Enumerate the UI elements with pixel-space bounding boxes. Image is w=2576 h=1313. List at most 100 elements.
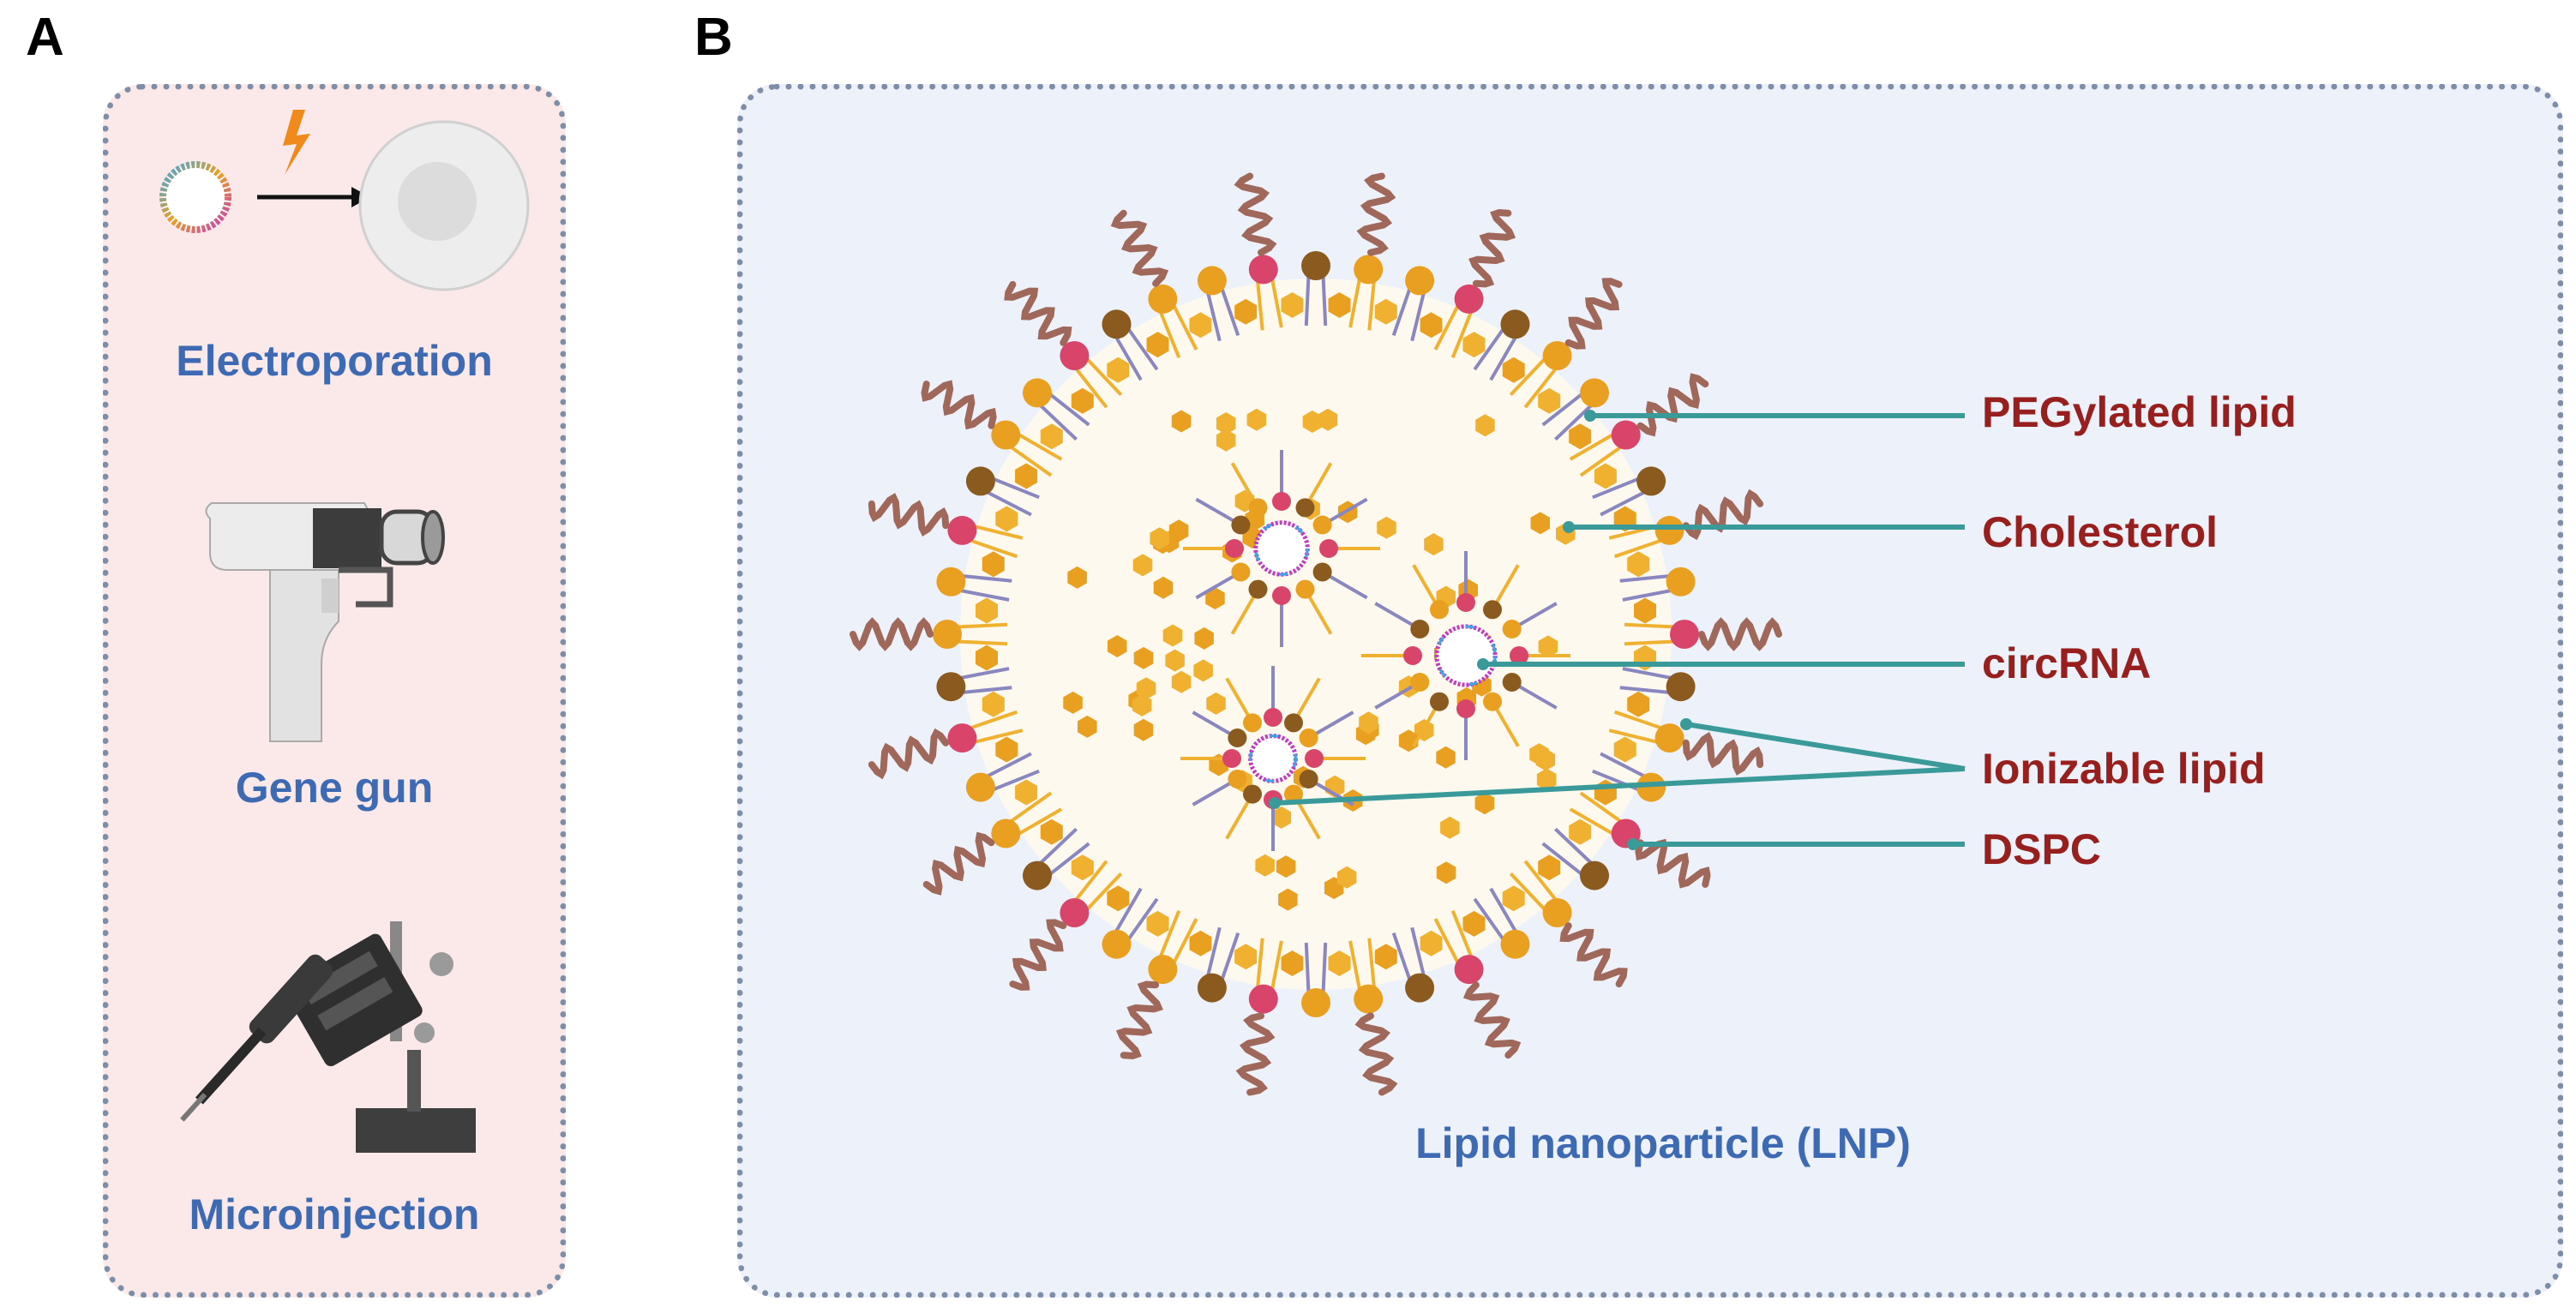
micelle-lipid-head: [1299, 728, 1318, 747]
cholesterol-molecule: [1436, 861, 1456, 884]
cholesterol-molecule: [976, 597, 998, 624]
ionizable-lipid-head: [1060, 341, 1090, 370]
micelle-lipid-head: [1284, 713, 1303, 733]
leader-dot: [1269, 797, 1281, 809]
cholesterol-molecule: [1205, 587, 1225, 610]
micelle-lipid-head: [1225, 539, 1244, 558]
panel-b-letter: B: [694, 8, 733, 67]
cholesterol-molecule: [1193, 659, 1213, 682]
cholesterol-molecule: [1194, 627, 1214, 650]
micelle-lipid-head: [1312, 515, 1332, 535]
cholesterol-molecule: [1530, 512, 1550, 535]
micelle-lipid-head: [1243, 713, 1262, 733]
label-pegylated-lipid: PEGylated lipid: [1982, 388, 2297, 436]
dspc-head: [1666, 567, 1696, 597]
dspc-head: [1542, 898, 1572, 927]
peg-chain: [1682, 489, 1764, 541]
inverse-micelle: [1361, 551, 1570, 760]
micelle-lipid-head: [1510, 646, 1528, 665]
gene-gun-label: Gene gun: [235, 764, 434, 812]
micelle-lipid-head: [1456, 593, 1475, 612]
label-cholesterol: Cholesterol: [1982, 508, 2219, 556]
cholesterol-molecule: [1171, 670, 1192, 693]
cholesterol-molecule: [976, 645, 998, 671]
cholesterol-molecule: [1136, 677, 1156, 700]
inverse-micelle: [1180, 666, 1366, 851]
cholesterol-molecule: [1374, 944, 1397, 970]
cholesterol-molecule: [1462, 332, 1486, 358]
cholesterol-molecule: [1420, 930, 1443, 956]
cholesterol-molecule: [1440, 816, 1460, 839]
panel-a-letter: A: [26, 8, 64, 67]
cholesterol-molecule: [1132, 693, 1152, 716]
peg-lipid-head: [1102, 309, 1132, 339]
cholesterol-molecule: [1336, 866, 1357, 889]
cholesterol-molecule: [995, 736, 1018, 763]
cholesterol-molecule: [1627, 551, 1650, 578]
micelle-lipid-head: [1502, 673, 1522, 692]
cholesterol-molecule: [1436, 746, 1456, 769]
circrna-ring-accent: [1249, 734, 1297, 782]
peg-lipid-head: [936, 672, 966, 702]
cholesterol-molecule: [1234, 298, 1258, 325]
cholesterol-molecule: [1150, 527, 1169, 550]
outer-lipid-layer: [850, 172, 1782, 1096]
dspc-head: [1023, 378, 1052, 408]
micelle-lipid-head: [1243, 784, 1262, 804]
dspc-head: [933, 620, 962, 649]
cholesterol-molecule: [982, 691, 1005, 717]
cholesterol-molecule: [1162, 624, 1183, 647]
cholesterol-molecule: [1132, 554, 1153, 577]
cholesterol-molecule: [1278, 888, 1298, 911]
cholesterol-molecule: [1255, 854, 1275, 877]
dspc-head: [1636, 772, 1666, 802]
circrna-ring: [1248, 734, 1298, 783]
peg-chain: [1682, 731, 1764, 776]
cholesterol-molecule: [1594, 463, 1617, 489]
cholesterol-molecule: [1535, 748, 1556, 771]
micelle-lipid-head: [1272, 586, 1291, 605]
micelle-lipid-head: [1228, 770, 1247, 788]
micelle-lipid-head: [1410, 620, 1430, 639]
cholesterol-molecule: [1276, 855, 1296, 878]
cholesterol-molecule: [1168, 519, 1189, 543]
micelle-lipid-head: [1456, 699, 1475, 718]
micelle-lipid-head: [1502, 620, 1522, 639]
peg-chain: [1354, 1012, 1398, 1096]
peg-chain: [1698, 617, 1782, 651]
cholesterol-molecule: [1634, 597, 1656, 624]
cholesterol-molecule: [1281, 950, 1304, 976]
label-dspc: DSPC: [1982, 825, 2101, 873]
cholesterol-molecule: [1216, 429, 1236, 452]
peg-chain: [1009, 919, 1067, 991]
cholesterol-molecule: [1536, 768, 1557, 791]
dspc-head: [991, 420, 1021, 450]
peg-lipid-head: [1580, 860, 1609, 890]
peg-lipid-head: [1197, 973, 1227, 1003]
leader-dot: [1584, 410, 1596, 422]
peg-chain: [1115, 980, 1163, 1059]
peg-chain: [1564, 278, 1623, 350]
micelle-lipid-head: [1305, 749, 1324, 768]
micelle-lipid-head: [1231, 515, 1251, 535]
micelle-lipid-head: [1430, 600, 1449, 620]
circrna-ring-accent: [1435, 625, 1497, 686]
cholesterol-molecule: [1328, 292, 1351, 318]
panel-a-delivery-methods: [103, 84, 566, 1298]
cholesterol-molecule: [1271, 806, 1292, 829]
dspc-head: [1354, 984, 1384, 1014]
cholesterol-molecule: [1281, 292, 1304, 318]
peg-chain: [1110, 209, 1169, 287]
cholesterol-molecule: [1040, 818, 1063, 845]
cholesterol-molecule: [1613, 736, 1636, 763]
cholesterol-molecule: [1040, 423, 1063, 450]
ionizable-lipid-head: [1248, 255, 1278, 285]
cholesterol-molecule: [1502, 885, 1525, 912]
dspc-head: [936, 567, 966, 597]
cholesterol-molecule: [1374, 298, 1397, 325]
micelle-lipid-head: [1248, 498, 1268, 518]
cholesterol-molecule: [1302, 411, 1323, 433]
micelle-lipid-head: [1231, 562, 1251, 582]
cholesterol-molecule: [1107, 885, 1130, 912]
